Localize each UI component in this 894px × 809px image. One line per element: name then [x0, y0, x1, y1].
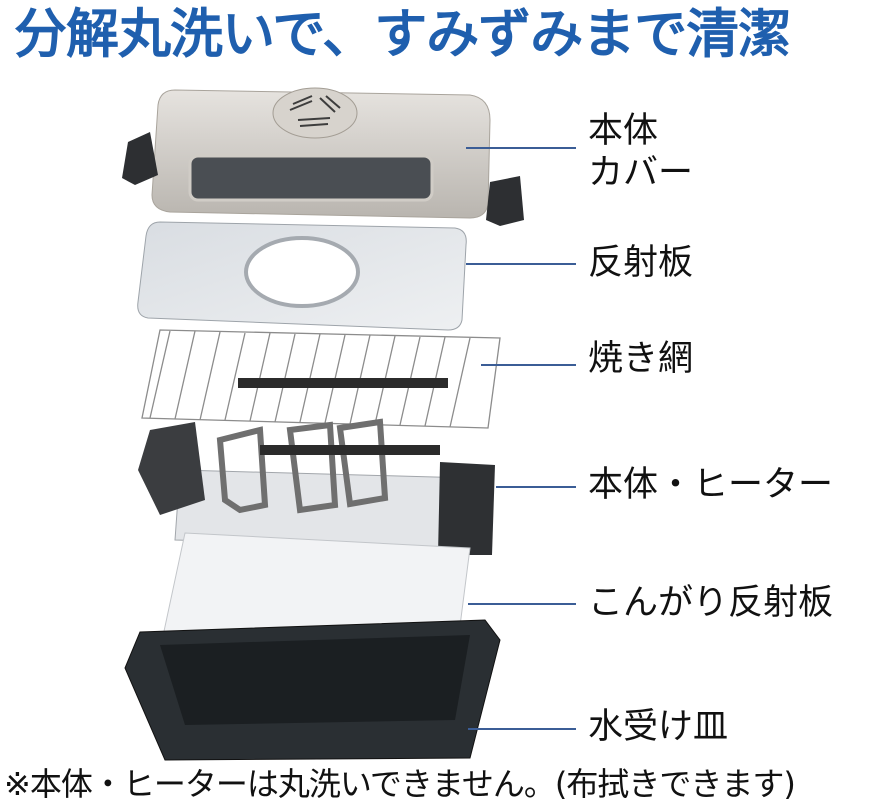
leader-line-drip-tray	[468, 728, 576, 730]
label-grill-net: 焼き網	[588, 339, 694, 379]
label-body-cover-line1: 本体	[588, 111, 659, 151]
headline: 分解丸洗いで、すみずみまで清潔	[14, 4, 791, 65]
label-body-cover-line2: カバー	[588, 153, 694, 193]
label-body-cover: 本体 カバー	[588, 110, 693, 194]
label-body-heater: 本体・ヒーター	[588, 465, 834, 505]
label-drip-tray: 水受け皿	[588, 707, 729, 747]
leader-line-body-heater	[496, 486, 576, 488]
leader-line-reflector	[466, 263, 576, 265]
footnote: ※本体・ヒーターは丸洗いできません。(布拭きできます)	[4, 765, 796, 803]
leader-line-grill-net	[481, 364, 576, 366]
reflector-plate-part	[137, 221, 467, 331]
label-reflector: 反射板	[588, 243, 694, 283]
body-cover-part	[122, 87, 524, 226]
grill-net-part	[141, 329, 501, 429]
body-heater-part	[138, 418, 495, 555]
leader-line-browning-reflector	[468, 603, 576, 605]
leader-line-body-cover	[466, 147, 576, 149]
label-browning-reflector: こんがり反射板	[588, 583, 834, 623]
